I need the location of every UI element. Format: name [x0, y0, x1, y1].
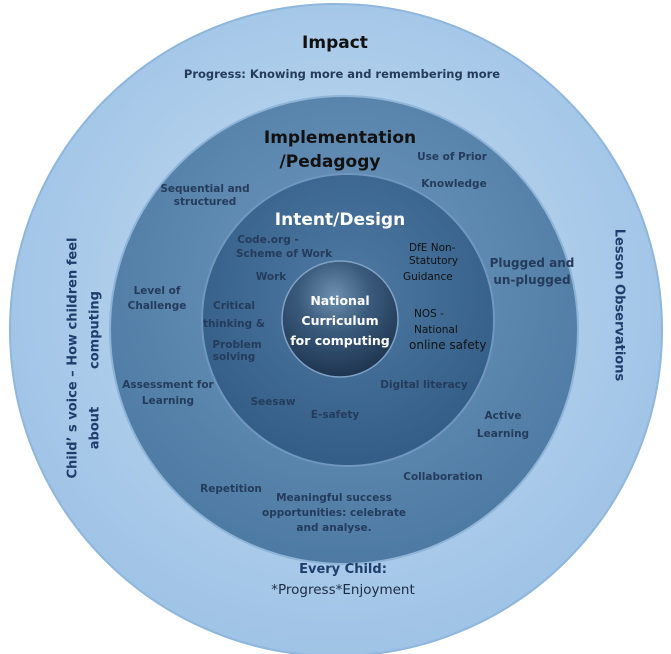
implementation-title-line2: /Pedagogy [279, 152, 381, 172]
core-circle [281, 260, 399, 378]
critical-thinking-line2: thinking & [203, 318, 265, 330]
collaboration: Collaboration [403, 471, 483, 483]
plugged-line2: un-plugged [493, 273, 571, 287]
prior-knowledge-line1: Use of Prior [417, 151, 487, 163]
childs-voice-line3: about [87, 406, 103, 450]
sequential-line1: Sequential and [160, 183, 250, 195]
repetition: Repetition [200, 483, 262, 495]
dfe-line3: Guidance [403, 271, 453, 283]
success-line2: opportunities: celebrate [261, 507, 407, 519]
challenge-line1: Level of [133, 285, 181, 297]
problem-solving-line2: solving [212, 351, 256, 363]
active-learning-line1: Active [484, 410, 522, 422]
critical-thinking-line1: Critical [212, 300, 256, 312]
implementation-title-line1: Implementation [263, 128, 417, 148]
intent-title: Intent/Design [274, 210, 406, 230]
nos-line1: NOS - [414, 308, 444, 320]
seesaw: Seesaw [250, 396, 296, 408]
core-line2: Curriculum [301, 313, 379, 328]
nos-line3: online safety [409, 338, 487, 352]
success-line3: and analyse. [296, 522, 372, 534]
nos-line2: National [414, 324, 458, 336]
plugged-line1: Plugged and [489, 256, 575, 270]
e-safety: E-safety [310, 409, 360, 421]
dfe-line2: Statutory [409, 255, 459, 267]
problem-solving-line1: Problem [212, 339, 262, 351]
prior-knowledge-line2: Knowledge [421, 178, 487, 190]
active-learning-line2: Learning [476, 428, 530, 440]
success-line1: Meaningful success [276, 492, 392, 504]
challenge-line2: Challenge [127, 300, 187, 312]
core-line1: National [310, 293, 370, 308]
code-org-line1: Code.org - [237, 234, 299, 246]
code-org-work: Work [255, 271, 287, 283]
digital-literacy: Digital literacy [380, 379, 468, 391]
childs-voice-line1: Child’ s voice – How children feel [65, 237, 81, 479]
assessment-line1: Assessment for [122, 379, 214, 391]
every-child-title: Every Child: [299, 562, 387, 577]
assessment-line2: Learning [141, 395, 195, 407]
lesson-observations: Lesson Observations [611, 228, 627, 382]
childs-voice-line2: computing [87, 291, 103, 369]
core-line3: for computing [290, 333, 390, 348]
dfe-line1: DfE Non- [409, 242, 456, 254]
impact-title: Impact [302, 33, 368, 53]
impact-subtitle: Progress: Knowing more and remembering m… [183, 67, 501, 81]
code-org-line2: Scheme of Work [235, 248, 333, 260]
every-child-subtitle: *Progress*Enjoyment [271, 582, 415, 598]
sequential-line2: structured [173, 196, 237, 208]
